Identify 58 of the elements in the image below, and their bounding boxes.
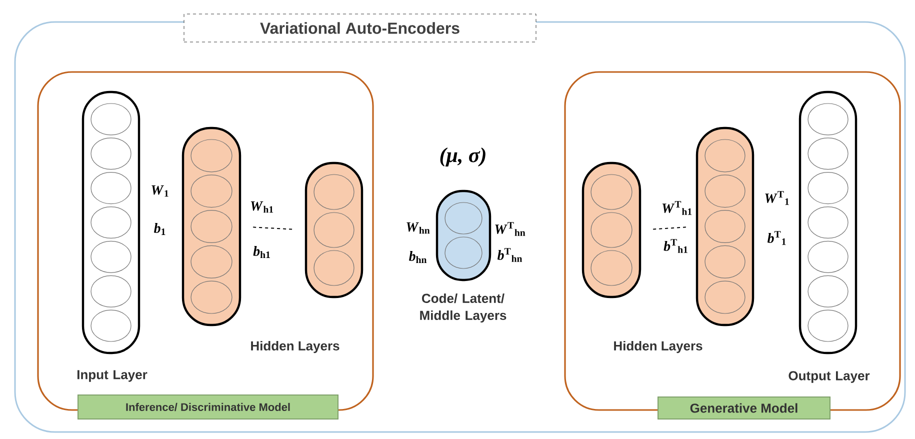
neuron-circle <box>704 280 746 314</box>
title-box: Variational Auto-Encoders <box>184 14 536 42</box>
neuron-circle <box>590 250 632 286</box>
weight-label: W$^{T}$h1 <box>662 201 692 215</box>
layer-label: Input Layer <box>77 370 148 382</box>
neuron-circle <box>704 139 746 172</box>
weight-label: b$_{hn}$ <box>409 251 427 263</box>
model-tab: Inference/ Discriminative Model <box>78 394 338 420</box>
weight-label: W$_{h1}$ <box>250 201 274 213</box>
neuron-circle <box>90 310 132 342</box>
neuron-circle <box>90 172 132 204</box>
neuron-circle <box>190 210 232 243</box>
layer-label: Code/ Latent/ Middle Layers <box>420 293 506 323</box>
layer-column <box>304 162 364 298</box>
weight-label: b$^{T}$1 <box>767 231 786 245</box>
weight-label: W$_{hn}$ <box>406 222 430 234</box>
weight-label: b$_{1}$ <box>154 223 166 235</box>
layer-column <box>696 126 754 326</box>
neuron-circle <box>808 240 848 273</box>
neuron-circle <box>808 206 848 239</box>
neuron-circle <box>808 138 848 170</box>
neuron-circle <box>190 174 232 208</box>
neuron-circle <box>314 250 354 286</box>
neuron-circle <box>314 174 354 210</box>
neuron-circle <box>90 206 132 239</box>
layer-column <box>582 162 642 298</box>
neuron-circle <box>444 202 482 234</box>
section-label: Hidden Layers <box>251 340 340 354</box>
neuron-circle <box>90 240 132 273</box>
section-label: Hidden Layers <box>614 340 702 354</box>
weight-label: W$^{T}$hn <box>495 222 526 236</box>
neuron-circle <box>90 103 132 136</box>
weight-label: W$_{1}$ <box>152 185 168 197</box>
neuron-circle <box>314 212 354 248</box>
weight-label: b$^{T}$hn <box>497 248 522 262</box>
neuron-circle <box>704 210 746 243</box>
neuron-circle <box>90 275 132 308</box>
neuron-circle <box>808 275 848 308</box>
neuron-circle <box>90 138 132 170</box>
neuron-circle <box>808 103 848 136</box>
dashed-connector <box>652 226 686 230</box>
neuron-circle <box>590 212 632 248</box>
weight-label: b$_{h1}$ <box>253 246 270 258</box>
neuron-circle <box>590 174 632 210</box>
neuron-circle <box>704 174 746 208</box>
neuron-circle <box>190 139 232 172</box>
neuron-circle <box>190 245 232 278</box>
neuron-circle <box>704 245 746 278</box>
weight-label: b$^{T}$h1 <box>664 239 688 253</box>
model-tab: Generative Model <box>658 396 830 420</box>
neuron-circle <box>808 172 848 204</box>
layer-column <box>182 126 242 326</box>
neuron-circle <box>444 236 482 269</box>
parameter-label: (μ, σ) <box>440 147 486 167</box>
neuron-circle <box>808 310 848 342</box>
layer-label: Output Layer <box>788 371 870 383</box>
neuron-circle <box>190 280 232 314</box>
weight-label: W$^{T}$1 <box>765 191 789 205</box>
